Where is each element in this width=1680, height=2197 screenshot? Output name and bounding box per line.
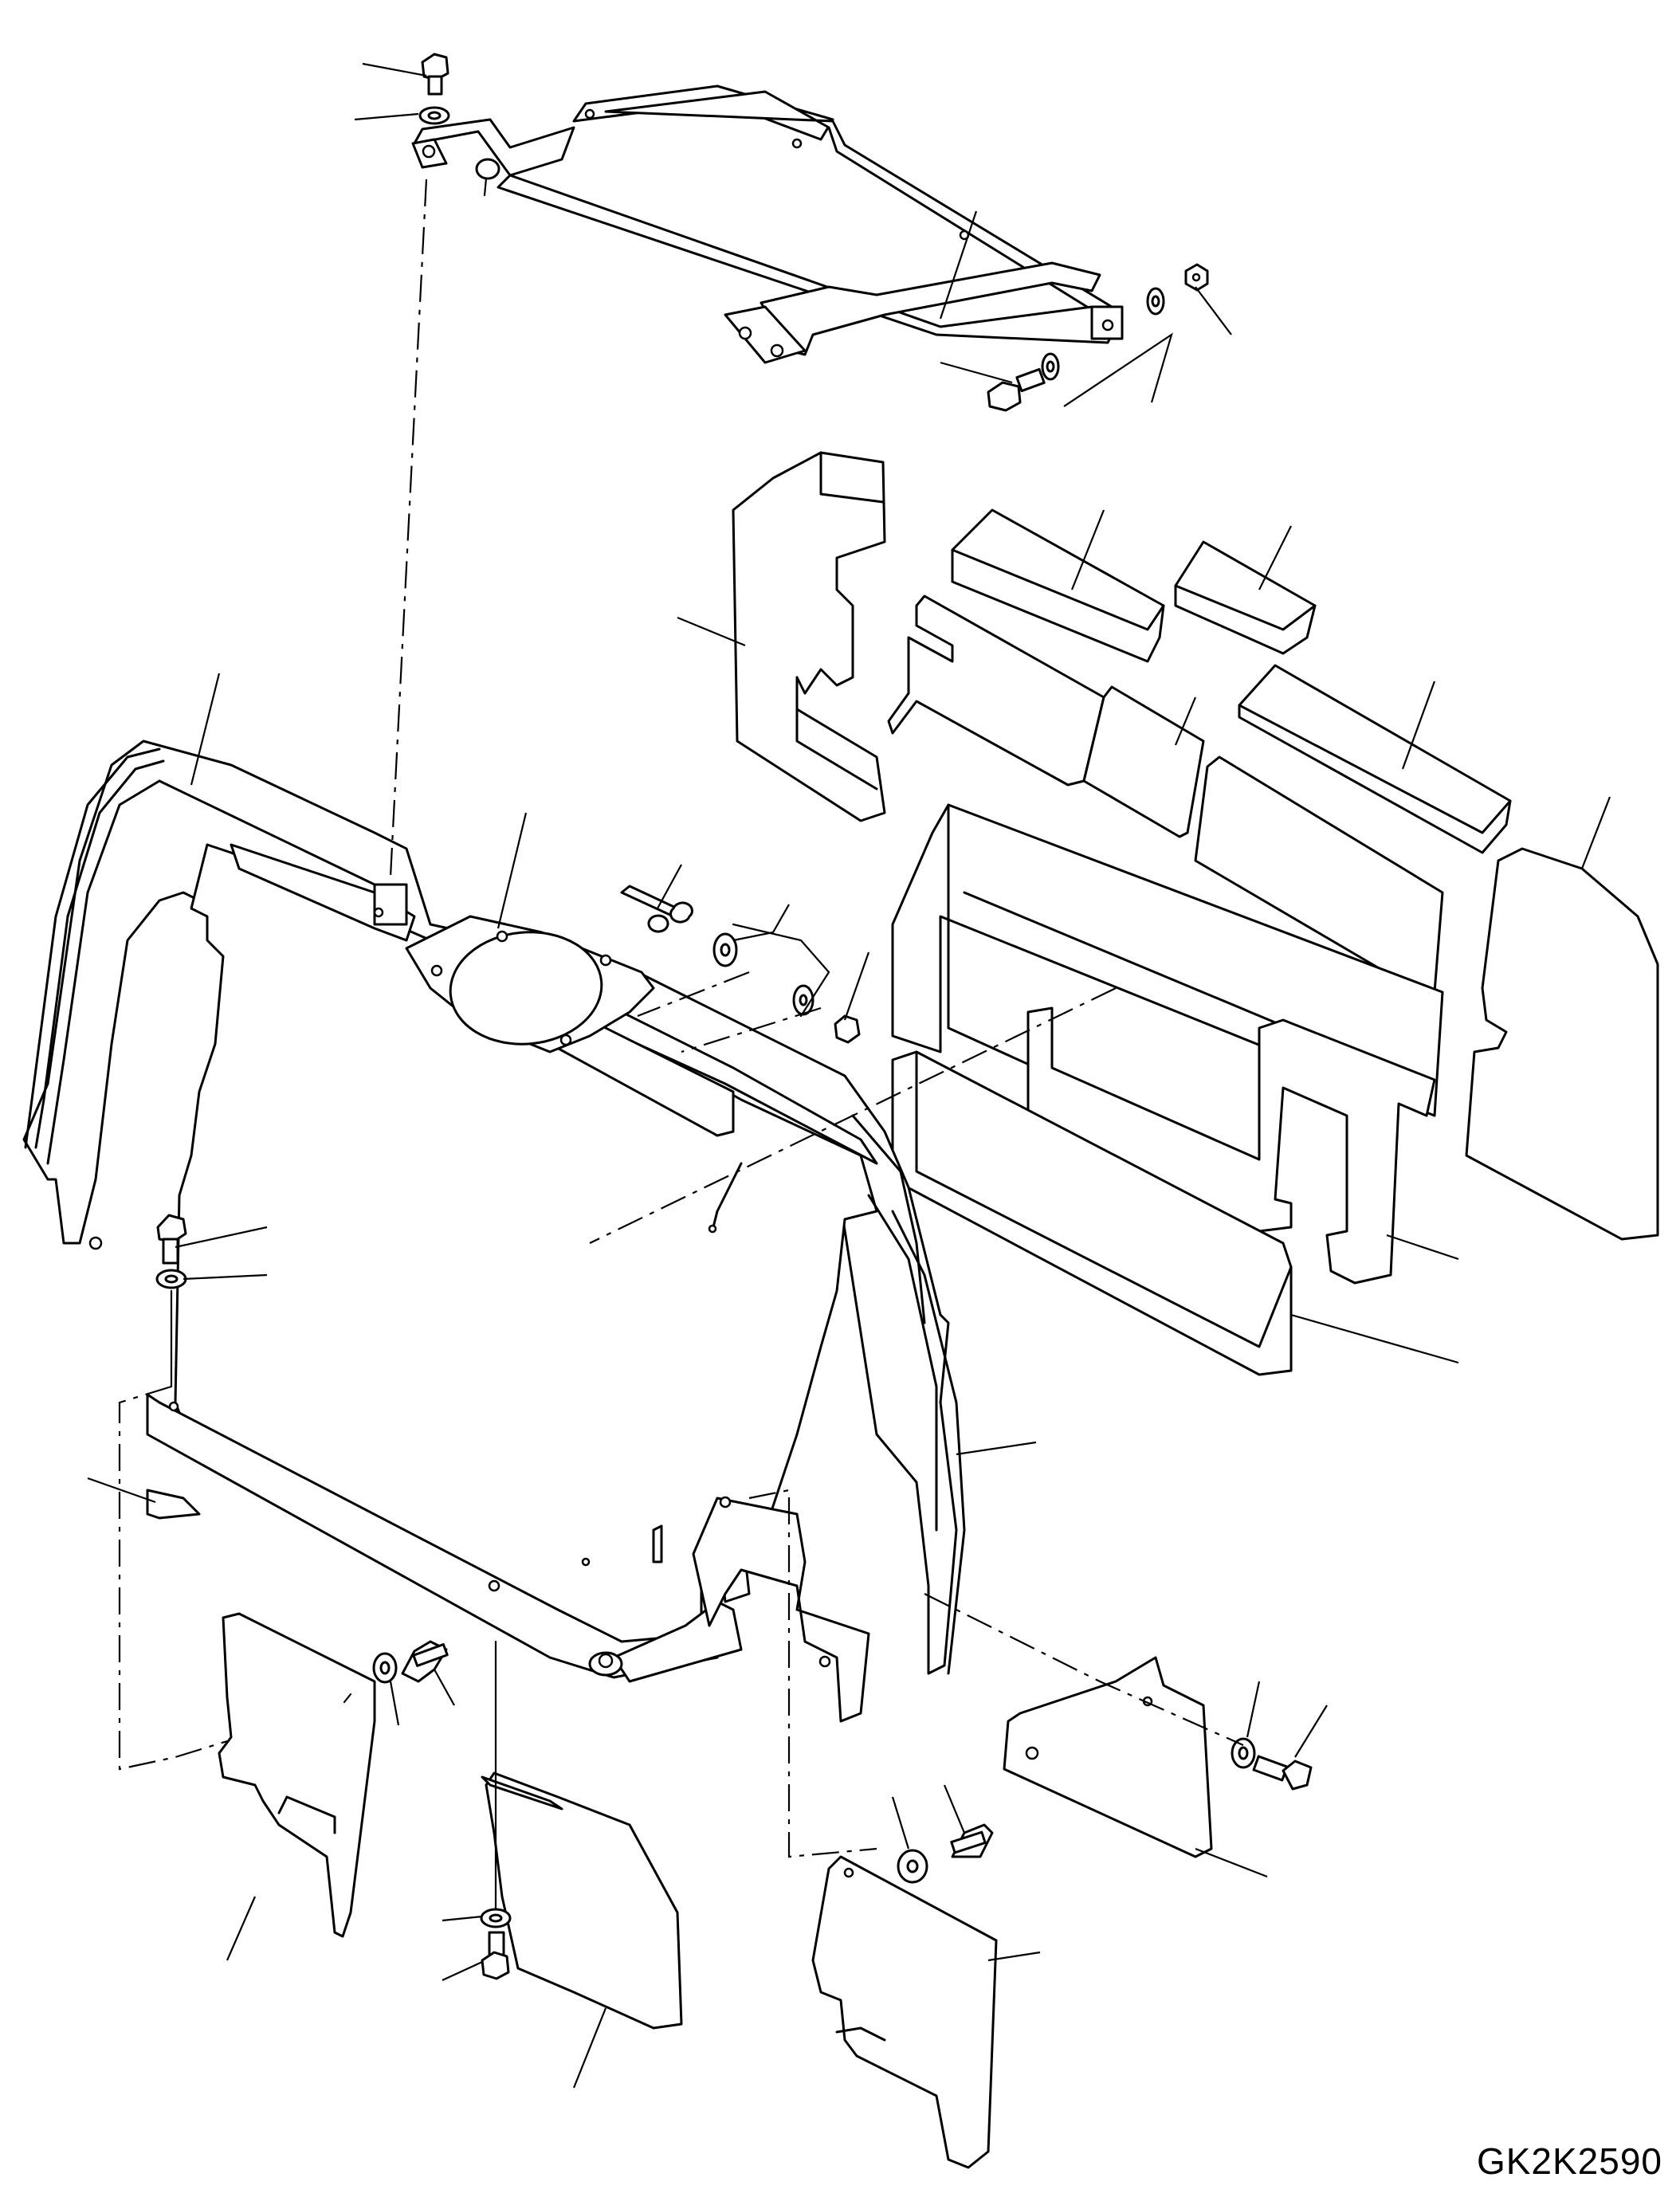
foam-strip-right-long [1238,664,1512,854]
lower-left-washer [372,1652,398,1684]
foam-panel-thin-divider [1082,685,1205,838]
side-right-bolt [1252,1755,1313,1791]
lower-center-bolt [481,1931,510,1980]
foam-strip-top-left [951,508,1165,663]
top-bolt [421,53,449,96]
bracket-washer-lower [1041,352,1060,381]
bracket-bolt [987,367,1046,412]
bracket-washer-upper [1146,287,1165,316]
lower-right-bolt [950,1823,994,1858]
drawing-code-label: GK2K2590 [1476,2140,1662,2182]
mount-washer-front [712,932,738,967]
foam-pad-c-shape-left [732,451,886,822]
leader-lines [87,62,1611,2089]
foam-strip-top-right [1174,540,1317,655]
mount-pin-bolt [620,885,693,933]
side-right-washer [1231,1737,1256,1769]
foam-frame-u-shape [1026,1006,1436,1285]
assembly-lines [118,179,1244,1858]
frame-left-washer [155,1269,187,1289]
lower-center-cover [481,1771,683,2030]
mount-nut [834,1014,861,1044]
top-support-bracket [411,84,1124,364]
radiator-shroud-frame [22,740,966,1723]
lower-center-washer [480,1908,512,1928]
side-right-cover [1003,1656,1213,1858]
lower-left-cover [218,1612,376,1938]
frame-left-bolt [156,1214,187,1265]
lower-right-washer [897,1849,928,1884]
top-washer [418,106,450,125]
foam-strip-bottom-long [891,1050,1293,1376]
lower-left-bolt [401,1640,449,1683]
foam-end-block-right [1465,847,1659,1241]
mount-washer-rear [792,984,814,1016]
bracket-nut [1184,263,1209,292]
lower-right-cover [811,1855,998,2169]
